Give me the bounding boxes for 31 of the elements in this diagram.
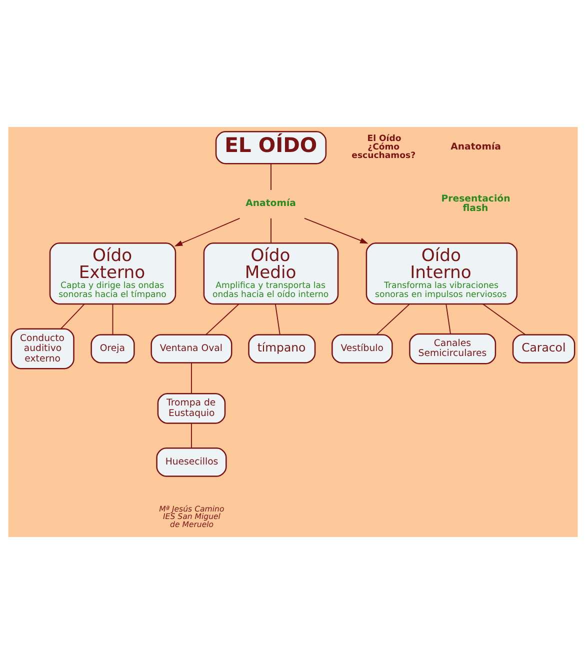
connector xyxy=(376,303,410,335)
label: Anatomía xyxy=(450,140,501,152)
node-box: Ventana Oval xyxy=(150,334,232,363)
arrow xyxy=(304,217,368,244)
connector xyxy=(270,217,272,244)
arrow xyxy=(174,217,240,246)
label: El Oído ¿Cómo escuchamos? xyxy=(352,133,416,161)
label: Presentación flash xyxy=(441,193,510,214)
label: Mª Jesús Camino IES San Miguel de Meruelo xyxy=(159,504,224,528)
node-box: EL OÍDO xyxy=(215,130,327,164)
connector xyxy=(112,303,114,334)
connector xyxy=(274,303,280,334)
connector xyxy=(191,422,192,448)
connector xyxy=(270,162,272,190)
node-box: Oído Medio Amplifica y transporta las ondas hacia el oído interno xyxy=(203,242,339,304)
node-box: Huesecillos xyxy=(156,447,227,476)
connector xyxy=(205,303,240,335)
node-box: tímpano xyxy=(248,334,316,363)
node-box: Trompa de Eustaquio xyxy=(157,392,226,424)
connector xyxy=(482,303,526,335)
node-text: Anatomía xyxy=(246,197,296,208)
connector xyxy=(191,362,192,394)
node-box: Caracol xyxy=(512,334,576,363)
node-box: Vestíbulo xyxy=(332,334,393,363)
connector xyxy=(60,303,85,329)
node-box: Oreja xyxy=(90,334,135,363)
node-box: Oído Externo Capta y dirige las ondas sonoras hacia el tímpano xyxy=(49,242,176,304)
node-box: Oído Interno Transforma las vibraciones sonoras en impulsos nerviosos xyxy=(366,242,518,304)
connector xyxy=(446,303,451,334)
node-box: Conducto auditivo externo xyxy=(10,328,74,369)
node-box: Canales Semicirculares xyxy=(409,332,496,364)
